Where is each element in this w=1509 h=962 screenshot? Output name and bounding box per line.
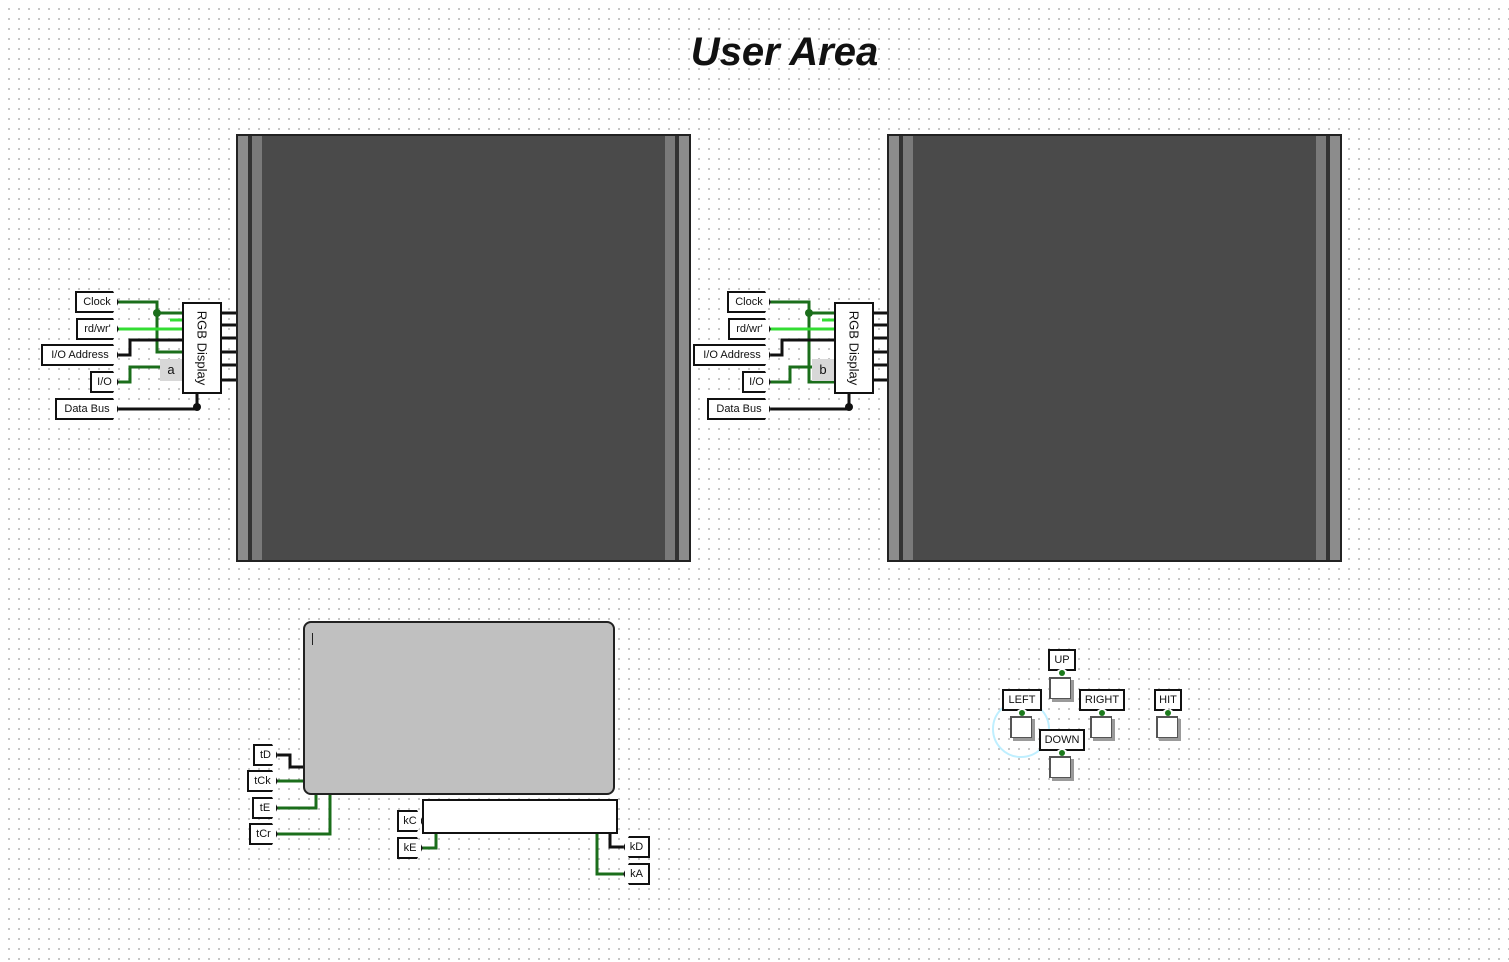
rgb-display-label: RGB Display xyxy=(846,310,862,386)
input-pin-tcr[interactable]: tCr xyxy=(249,823,278,845)
input-pin-io-address[interactable]: I/O Address xyxy=(41,344,119,366)
rgb-display-label: RGB Display xyxy=(194,310,210,386)
input-pin-ke[interactable]: kE xyxy=(397,837,423,859)
input-pin-io[interactable]: I/O xyxy=(90,371,119,393)
connection-dot xyxy=(1059,670,1065,676)
input-pin-kc[interactable]: kC xyxy=(397,810,423,832)
tty-terminal[interactable] xyxy=(303,621,615,795)
connection-dot xyxy=(1165,710,1171,716)
page-title: User Area xyxy=(690,30,879,74)
input-pin-rd-wr[interactable]: rd/wr' xyxy=(76,318,119,340)
input-pin-rd-wr[interactable]: rd/wr' xyxy=(728,318,771,340)
rgb-display-controller-a[interactable]: RGB Display a xyxy=(160,302,222,394)
input-pin-data-bus[interactable]: Data Bus xyxy=(707,398,771,420)
input-pin-clock[interactable]: Clock xyxy=(75,291,119,313)
connection-dot xyxy=(1019,710,1025,716)
keyboard-component[interactable] xyxy=(422,799,618,834)
right-button[interactable] xyxy=(1090,716,1112,738)
text-cursor xyxy=(312,633,313,645)
label-left: LEFT xyxy=(1002,689,1042,711)
display-selector: b xyxy=(812,359,834,381)
connection-dot xyxy=(1099,710,1105,716)
input-pin-te[interactable]: tE xyxy=(252,797,278,819)
input-pin-data-bus[interactable]: Data Bus xyxy=(55,398,119,420)
rgb-screen-b xyxy=(887,134,1342,562)
up-button[interactable] xyxy=(1049,677,1071,699)
input-pin-io-address[interactable]: I/O Address xyxy=(693,344,771,366)
output-pin-ka[interactable]: kA xyxy=(623,863,650,885)
left-button[interactable] xyxy=(1010,716,1032,738)
rgb-display-controller-b[interactable]: RGB Display b xyxy=(812,302,874,394)
hit-button[interactable] xyxy=(1156,716,1178,738)
input-pin-td[interactable]: tD xyxy=(253,744,278,766)
input-pin-clock[interactable]: Clock xyxy=(727,291,771,313)
output-pin-kd[interactable]: kD xyxy=(623,836,650,858)
down-button[interactable] xyxy=(1049,756,1071,778)
rgb-screen-a xyxy=(236,134,691,562)
display-selector: a xyxy=(160,359,182,381)
input-pin-io[interactable]: I/O xyxy=(742,371,771,393)
input-pin-tck[interactable]: tCk xyxy=(247,770,278,792)
connection-dot xyxy=(1059,750,1065,756)
